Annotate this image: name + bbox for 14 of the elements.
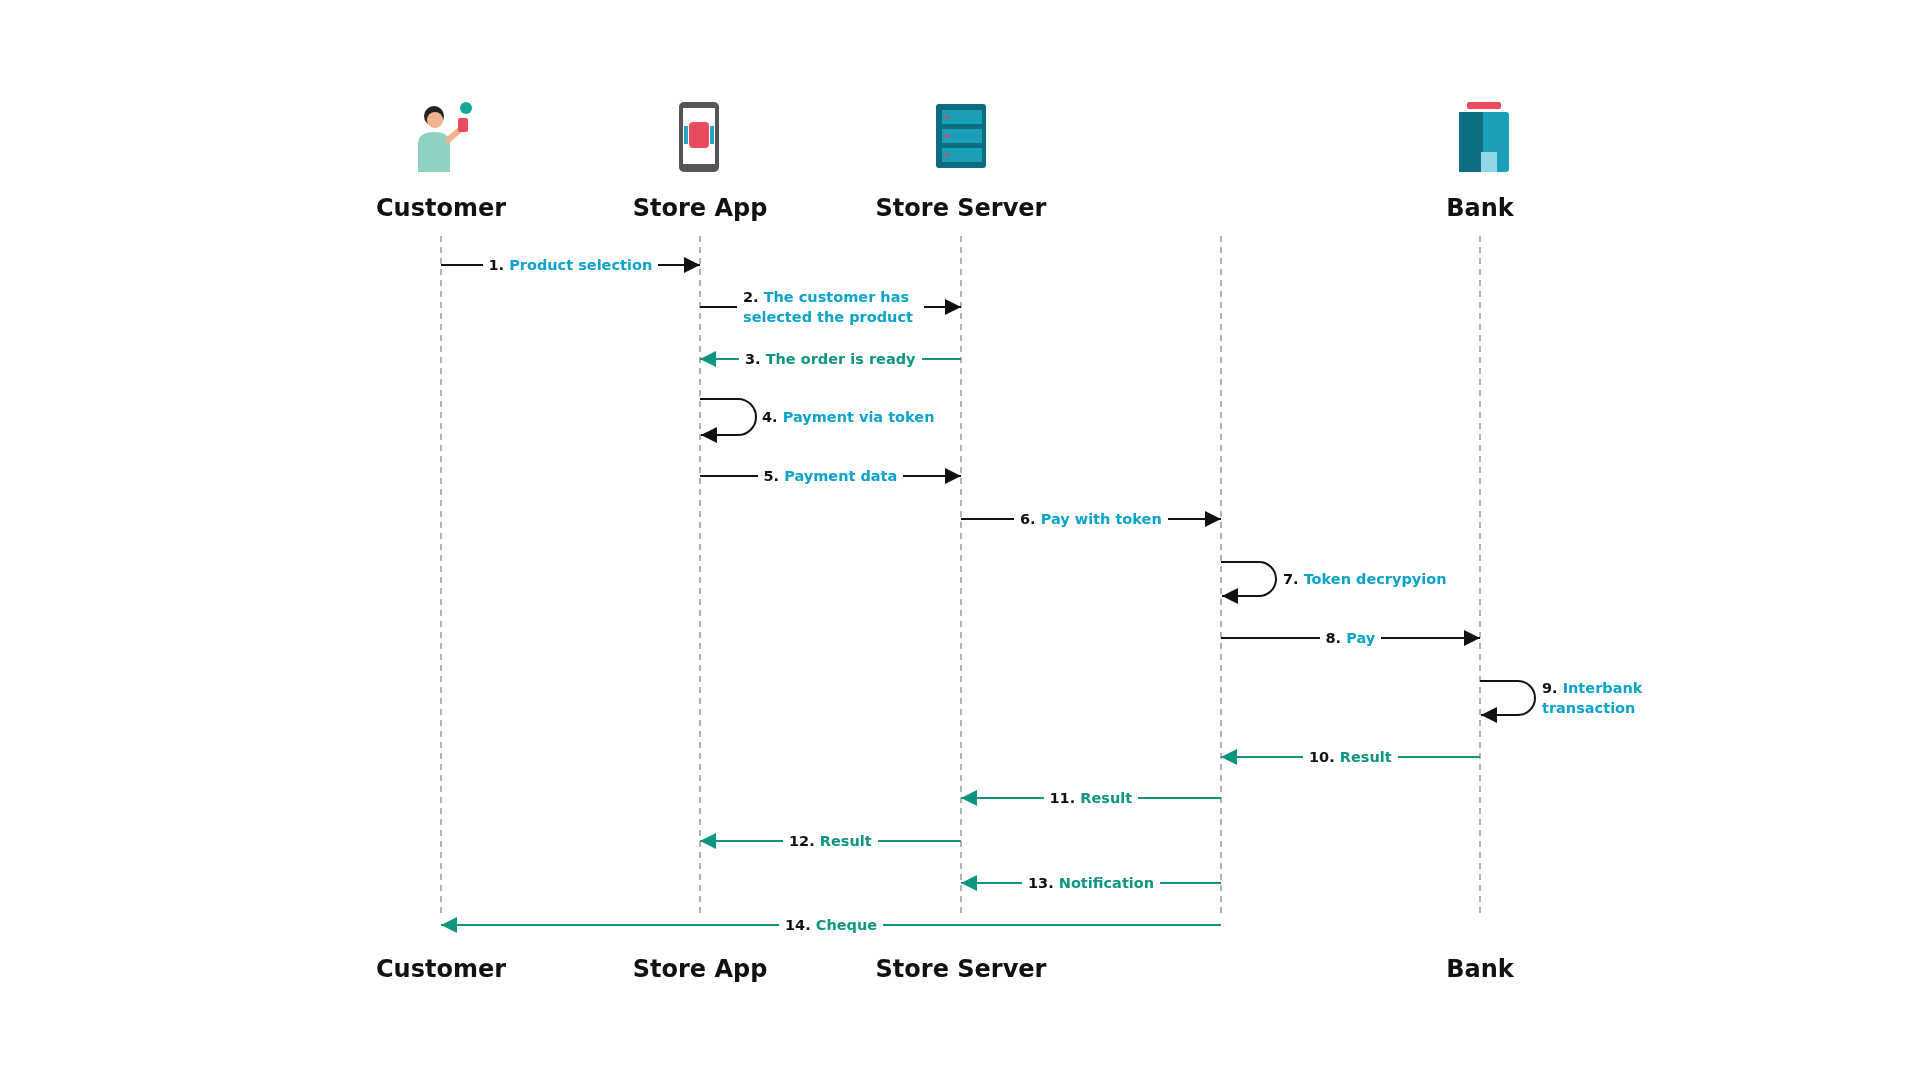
participant-name: Bank	[1445, 194, 1515, 222]
participant-name: Store App	[631, 955, 769, 983]
participant-name: Store Server	[874, 194, 1048, 222]
participant-name: Store Server	[874, 955, 1048, 983]
message-arrow	[1220, 561, 1277, 604]
participant-name: Customer	[374, 194, 508, 222]
participant-name: Store App	[631, 194, 769, 222]
message-label: 4. Payment via token	[761, 408, 936, 427]
message-arrow	[1479, 680, 1536, 723]
message-label: 7. Token decrypyion	[1282, 570, 1448, 589]
message-label: 9. Interbank transaction	[1541, 679, 1644, 718]
message-arrow	[699, 398, 757, 443]
participant-name: Customer	[374, 955, 508, 983]
participant-name: Bank	[1445, 955, 1515, 983]
